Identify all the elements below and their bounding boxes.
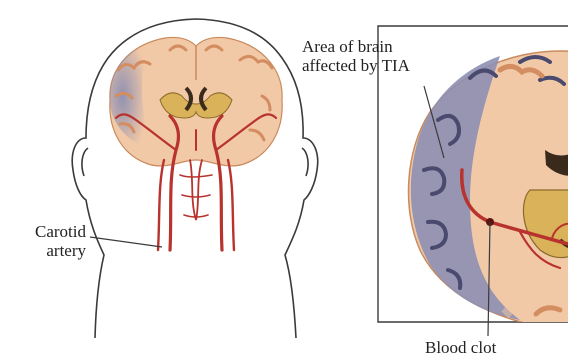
carotid-artery-label: Carotid artery <box>14 222 86 260</box>
blood-clot-label: Blood clot <box>425 338 496 357</box>
carotid-label-line2: artery <box>14 241 86 260</box>
tia-label-line1: Area of brain <box>302 37 410 56</box>
tia-label-line2: affected by TIA <box>302 56 410 75</box>
tia-area-label: Area of brain affected by TIA <box>302 37 410 75</box>
carotid-leader-line <box>90 237 162 247</box>
carotid-label-line1: Carotid <box>14 222 86 241</box>
